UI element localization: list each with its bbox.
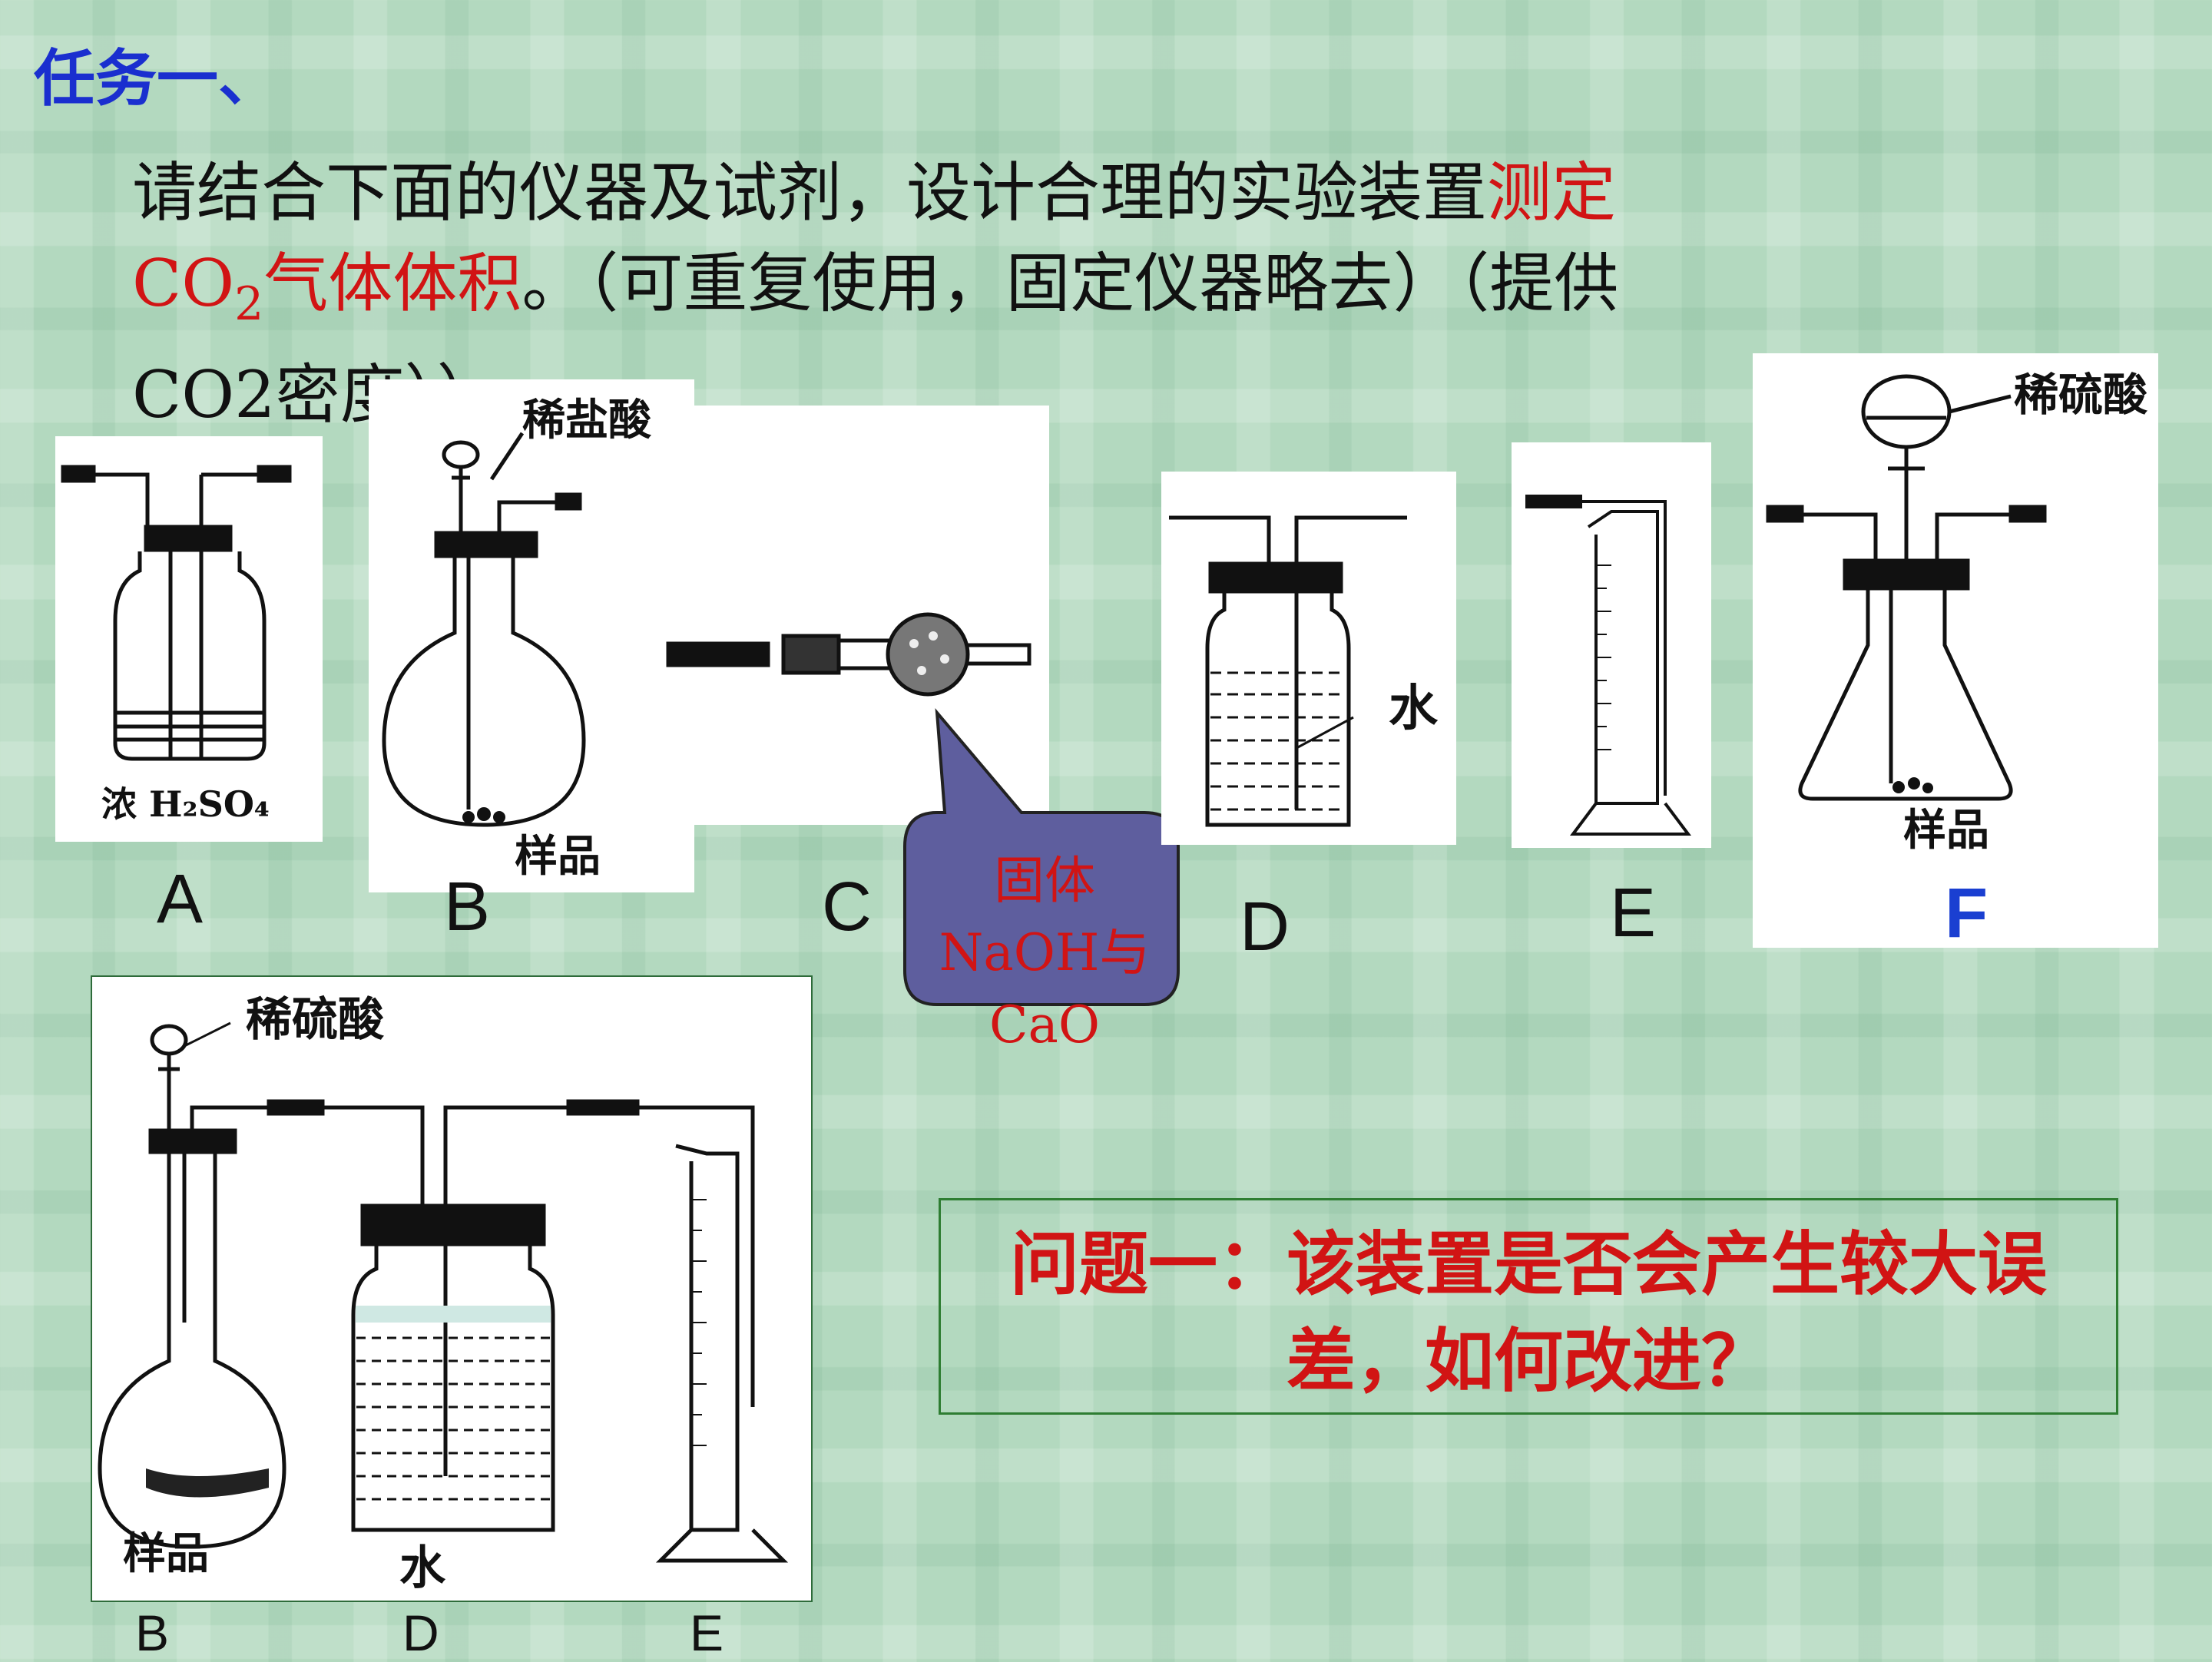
label-conc-h2so4: 浓 H₂SO₄	[101, 783, 270, 825]
label-dilute-h2so4-f: 稀硫酸	[2014, 369, 2148, 421]
label-water-assembly: 水	[399, 1541, 446, 1595]
label-dilute-hcl: 稀盐酸	[522, 395, 652, 445]
letter-b: B	[444, 869, 491, 945]
apparatus-a-panel: 浓 H₂SO₄	[55, 436, 323, 842]
apparatus-f-panel: 稀硫酸 样品 F	[1753, 353, 2158, 948]
label-dilute-h2so4-assembly: 稀硫酸	[246, 993, 385, 1047]
letter-a: A	[157, 861, 204, 938]
letter-f: F	[1945, 874, 1988, 948]
apparatus-c-panel	[661, 406, 1049, 825]
round-bottom-flask-illustration: 稀盐酸 样品	[382, 395, 652, 882]
water-bottle-illustration: 水	[1169, 515, 1439, 827]
label-sample-b: 样品	[515, 831, 601, 882]
letter-e: E	[1610, 875, 1657, 952]
question-box: 问题一：该装置是否会产生较大误 差，如何改进？	[939, 1198, 2118, 1415]
letter-d: D	[1240, 889, 1290, 965]
assembled-apparatus-illustration: 稀硫酸 样品 水	[98, 993, 789, 1595]
label-sample-assembly: 样品	[123, 1528, 209, 1579]
callout-text: 固体 NaOH与 CaO	[939, 851, 1151, 1054]
assembly-panel: 稀硫酸 样品 水	[91, 975, 813, 1602]
slide-title: 任务一、	[34, 43, 280, 114]
letter-c: C	[822, 869, 872, 945]
apparatus-d-panel: 水	[1161, 472, 1456, 845]
question-text: 问题一：该装置是否会产生较大误 差，如何改进？	[1010, 1223, 2047, 1402]
assembly-letter-e: E	[690, 1604, 724, 1661]
drying-tube-illustration	[666, 612, 1031, 697]
intro-line-1: 请结合下面的仪器及试剂，设计合理的实验装置测定	[132, 155, 1617, 230]
label-sample-f: 样品	[1903, 805, 1989, 856]
apparatus-b-panel: 稀盐酸 样品	[369, 379, 694, 892]
graduated-cylinder-illustration	[1525, 495, 1691, 836]
intro-line-2: CO2气体体积。（可重复使用，固定仪器略去）（提供	[132, 246, 1619, 331]
conical-flask-illustration: 稀硫酸 样品 F	[1766, 369, 2148, 948]
intro-paragraph: 请结合下面的仪器及试剂，设计合理的实验装置测定 CO2气体体积。（可重复使用，固…	[132, 147, 1899, 440]
assembly-letter-b: B	[135, 1604, 170, 1661]
apparatus-e-panel	[1512, 442, 1711, 848]
label-water-d: 水	[1389, 680, 1439, 737]
assembly-letter-d: D	[402, 1604, 439, 1661]
gas-washing-bottle-illustration: 浓 H₂SO₄	[61, 465, 292, 825]
